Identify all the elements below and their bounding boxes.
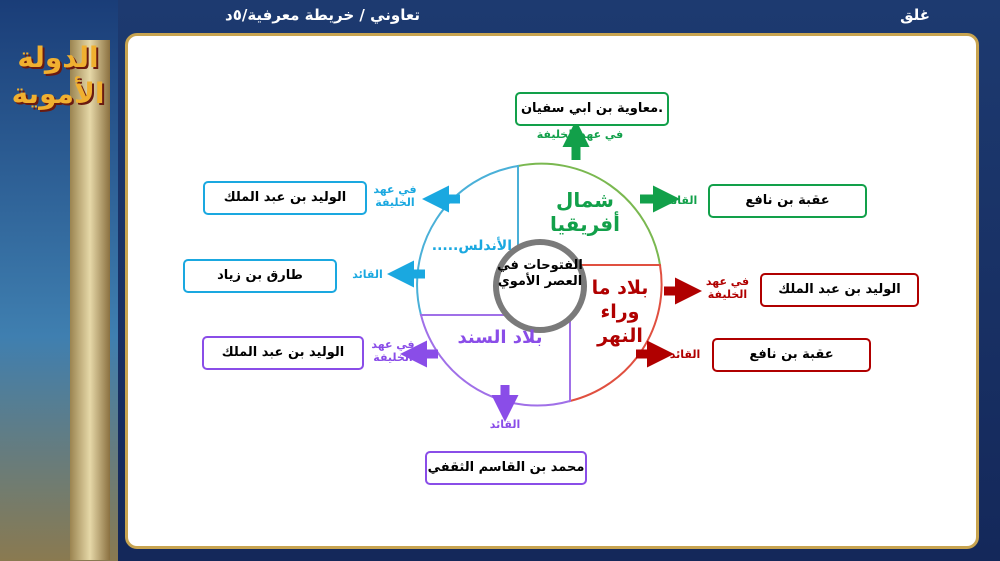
quadrant-andalus bbox=[416, 164, 519, 316]
sind-leader-label: القائد bbox=[489, 418, 521, 431]
center-title: الفتوحات في العصر الأموي bbox=[497, 258, 583, 289]
andalus-leader-label: القائد bbox=[352, 268, 383, 281]
region-sind: بلاد السند bbox=[457, 327, 543, 348]
region-andalus: الأندلس..... bbox=[431, 238, 512, 254]
sind-leader-box: محمد بن القاسم الثقفي bbox=[425, 451, 587, 485]
region-transoxiana: بلاد ما وراء النهر bbox=[591, 277, 649, 347]
andalus-caliph-box: الوليد بن عبد الملك bbox=[203, 181, 367, 215]
andalus-caliph-label: في عهد الخليفة bbox=[373, 183, 417, 209]
north-africa-leader-label: القائد bbox=[666, 194, 698, 207]
sind-caliph-box: الوليد بن عبد الملك bbox=[202, 336, 364, 370]
close-button[interactable]: غلق bbox=[900, 6, 930, 24]
region-north-africa: شمال أفريقيا bbox=[550, 188, 620, 236]
minaret-image bbox=[70, 40, 110, 560]
transoxiana-leader-box: عقبة بن نافع bbox=[712, 338, 871, 372]
sidebar: الدولة الأموية bbox=[0, 0, 118, 561]
transoxiana-leader-label: القائد bbox=[669, 348, 701, 361]
page-title: تعاوني / خريطة معرفية/٥د bbox=[225, 6, 420, 24]
andalus-leader-box: طارق بن زياد bbox=[183, 259, 337, 293]
sind-caliph-label: في عهد الخليفة bbox=[371, 338, 415, 364]
north-africa-leader-box: عقبة بن نافع bbox=[708, 184, 867, 218]
sidebar-title: الدولة الأموية bbox=[11, 41, 105, 110]
quadrant-sind bbox=[419, 314, 571, 407]
center-circle bbox=[493, 239, 587, 333]
north-africa-caliph-box: .معاوية بن ابي سفيان bbox=[515, 92, 669, 126]
north-africa-caliph-label: في عهد الخليفة bbox=[536, 128, 624, 141]
transoxiana-caliph-label: في عهد الخليفة bbox=[705, 275, 750, 301]
transoxiana-caliph-box: الوليد بن عبد الملك bbox=[760, 273, 919, 307]
quadrant-north-africa bbox=[517, 162, 662, 266]
